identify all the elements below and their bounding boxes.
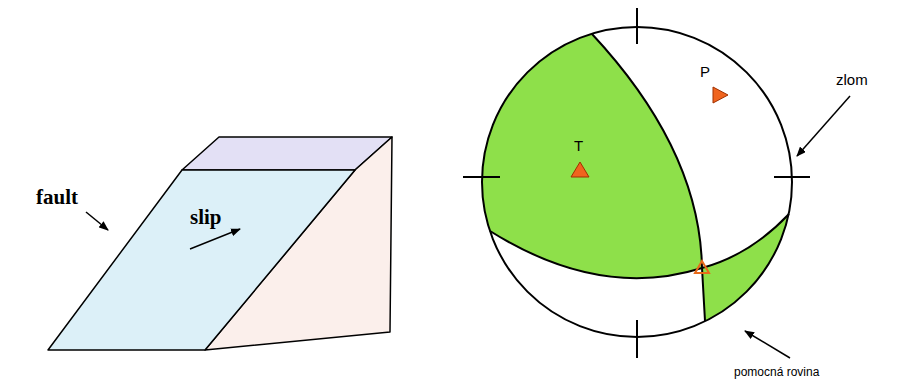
part-label: slip <box>190 206 222 229</box>
slip-arrow <box>190 229 240 249</box>
plane-label: pomocná rovina <box>734 366 819 379</box>
axis-label: P <box>700 64 710 81</box>
axis-label: T <box>574 138 583 155</box>
leader-arrow <box>86 212 108 230</box>
leader-arrow <box>797 96 850 156</box>
part-label: fault <box>36 186 78 209</box>
focal-mechanism <box>463 8 810 358</box>
plane-label: zlom <box>836 72 868 89</box>
fault-block <box>48 137 392 350</box>
leader-arrow <box>745 331 790 358</box>
